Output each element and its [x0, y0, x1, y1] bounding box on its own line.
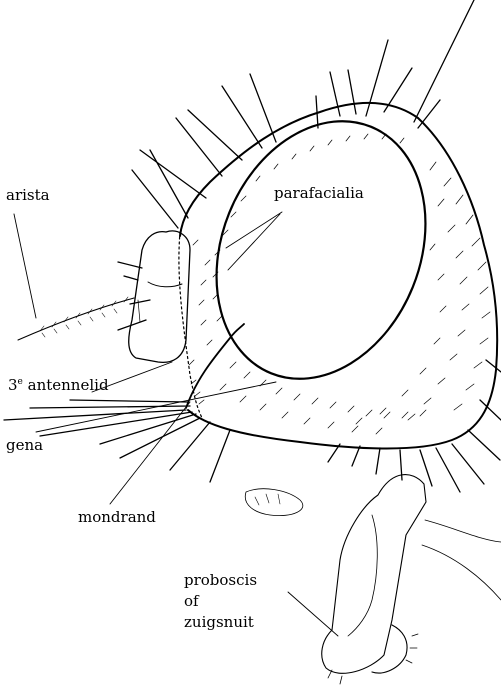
- label-antenna-rest: antennelid: [23, 376, 109, 394]
- bristles: [4, 0, 501, 492]
- compound-eye: [179, 90, 462, 411]
- label-proboscis-line1: proboscis: [184, 570, 257, 591]
- hair-texture: [189, 134, 490, 434]
- label-proboscis-line2: of: [184, 591, 257, 612]
- label-mondrand: mondrand: [78, 508, 156, 526]
- leader-proboscis: [288, 592, 338, 636]
- arista: [18, 297, 134, 340]
- label-antenna-prefix: 3: [8, 376, 18, 394]
- leader-lines: [14, 212, 338, 636]
- label-proboscis-line3: zuigsnuit: [184, 612, 257, 633]
- label-arista: arista: [6, 186, 50, 204]
- label-3e-antennelid: 3e antennelid: [8, 376, 109, 394]
- label-parafacialia: parafacialia: [274, 184, 364, 202]
- leader-mondrand: [110, 402, 190, 504]
- label-gena: gena: [6, 436, 43, 454]
- leader-arista: [14, 214, 36, 318]
- head-capsule: [179, 103, 497, 449]
- mouth-margin: [186, 324, 244, 408]
- proboscis-drawing: [245, 475, 501, 684]
- label-proboscis: proboscis of zuigsnuit: [184, 570, 257, 633]
